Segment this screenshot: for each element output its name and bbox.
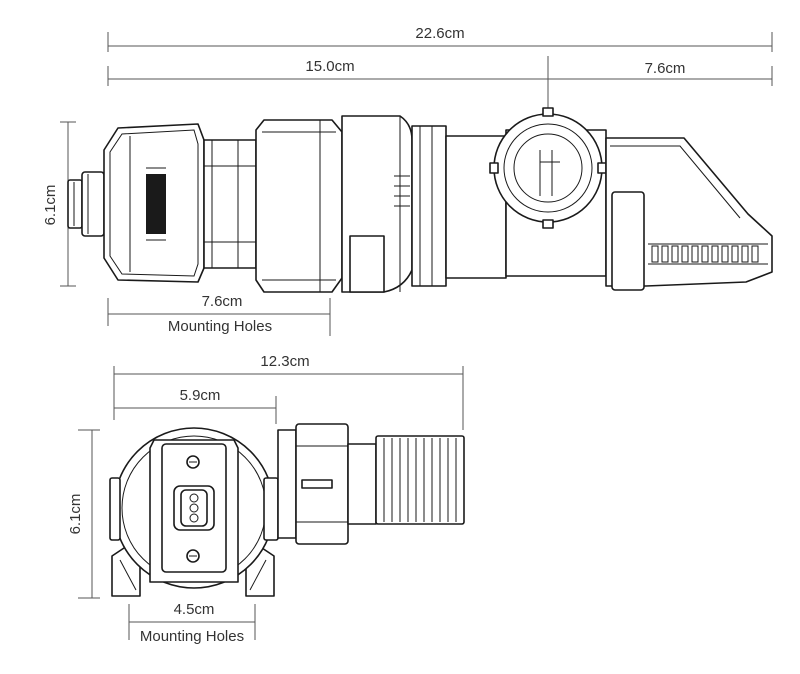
screw-icon [186, 455, 200, 469]
mounting-holes-label-top: Mounting Holes [168, 318, 272, 335]
strainer-base [605, 137, 773, 291]
dim-outlet-length: 7.6cm [548, 60, 773, 86]
dim-overall-length-top: 22.6cm [107, 25, 773, 52]
outlet-housing [489, 107, 607, 277]
body-width-label: 5.9cm [180, 387, 221, 404]
electrical-connector [173, 485, 215, 531]
dim-mounting-holes-top: 7.6cm Mounting Holes [107, 293, 331, 336]
overall-length-label-end: 12.3cm [260, 353, 309, 370]
dim-overall-length-end: 12.3cm [113, 353, 464, 430]
rear-ring [255, 119, 343, 293]
strainer-slots [651, 245, 759, 263]
motor-tail [411, 125, 507, 287]
dim-body-length: 15.0cm [107, 56, 549, 110]
screw-icon [186, 549, 200, 563]
mounting-holes-label-end: Mounting Holes [140, 628, 244, 645]
hose-barb [347, 435, 465, 525]
motor-body [341, 115, 413, 293]
inlet-nozzle [67, 171, 105, 237]
height-label-end: 6.1cm [67, 494, 84, 535]
body-length-label: 15.0cm [305, 58, 354, 75]
pump-side-view [67, 107, 773, 293]
mounting-holes-spacing-end: 4.5cm [174, 601, 215, 618]
outlet-collar [277, 423, 349, 545]
height-label-top: 6.1cm [42, 185, 59, 226]
dim-height-end: 6.1cm [67, 429, 100, 599]
front-cap [103, 123, 205, 283]
dim-body-width: 5.9cm [114, 387, 277, 424]
middle-collar [203, 139, 257, 269]
mounting-holes-spacing-top: 7.6cm [202, 293, 243, 310]
side-clip [109, 477, 121, 541]
outlet-length-label: 7.6cm [645, 60, 686, 77]
pump-end-view [109, 423, 465, 597]
overall-length-label: 22.6cm [415, 25, 464, 42]
dim-mounting-holes-end: 4.5cm Mounting Holes [128, 601, 256, 645]
side-clip [263, 477, 279, 541]
